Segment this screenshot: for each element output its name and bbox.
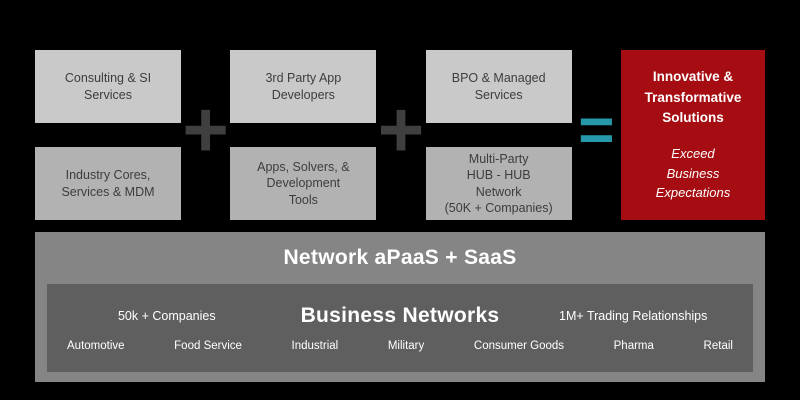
industry-military: Military <box>387 340 425 352</box>
industry-food-service: Food Service <box>174 340 242 352</box>
box-consulting-si-services: Consulting & SI Services <box>35 50 181 123</box>
platform-title: Network aPaaS + SaaS <box>283 246 517 269</box>
trading-relationships-stat: 1M+ Trading Relationships <box>559 309 708 323</box>
equals-operator: = <box>578 96 615 165</box>
result-title: Innovative & Transformative Solutions <box>644 69 742 125</box>
companies-stat: 50k + Companies <box>117 309 216 323</box>
industry-consumer-goods: Consumer Goods <box>473 340 565 352</box>
result-box: Innovative & Transformative Solutions Ex… <box>620 50 765 220</box>
box-3rd-party-app-developers: 3rd Party App Developers <box>230 50 377 123</box>
business-networks-title: Business Networks <box>300 304 500 327</box>
industries-row: Automotive Food Service Industrial Milit… <box>63 340 737 352</box>
equation-section: Consulting & SI Services Industry Cores,… <box>35 50 765 220</box>
column-consulting: Consulting & SI Services Industry Cores,… <box>35 50 181 220</box>
column-developers: 3rd Party App Developers Apps, Solvers, … <box>230 50 377 220</box>
industry-automotive: Automotive <box>67 340 125 352</box>
result-subtitle: Exceed Business Expectations <box>655 146 731 201</box>
business-networks-header: 50k + Companies Business Networks 1M+ Tr… <box>63 304 737 328</box>
industry-industrial: Industrial <box>291 340 339 352</box>
column-bpo-network: BPO & Managed Services Multi-Party HUB -… <box>425 50 572 220</box>
box-apps-solvers-development-tools: Apps, Solvers, & Development Tools <box>230 147 377 220</box>
platform-panel: Network aPaaS + SaaS 50k + Companies Bus… <box>35 232 765 382</box>
box-industry-cores-services-mdm: Industry Cores, Services & MDM <box>35 147 181 220</box>
industry-retail: Retail <box>703 340 733 352</box>
industry-pharma: Pharma <box>613 340 654 352</box>
box-multi-party-hub-network: Multi-Party HUB - HUB Network (50K + Com… <box>425 147 572 220</box>
plus-operator-1: + <box>182 85 230 174</box>
box-bpo-managed-services: BPO & Managed Services <box>425 50 572 123</box>
business-networks-panel: 50k + Companies Business Networks 1M+ Tr… <box>47 284 753 372</box>
plus-operator-2: + <box>377 85 425 174</box>
